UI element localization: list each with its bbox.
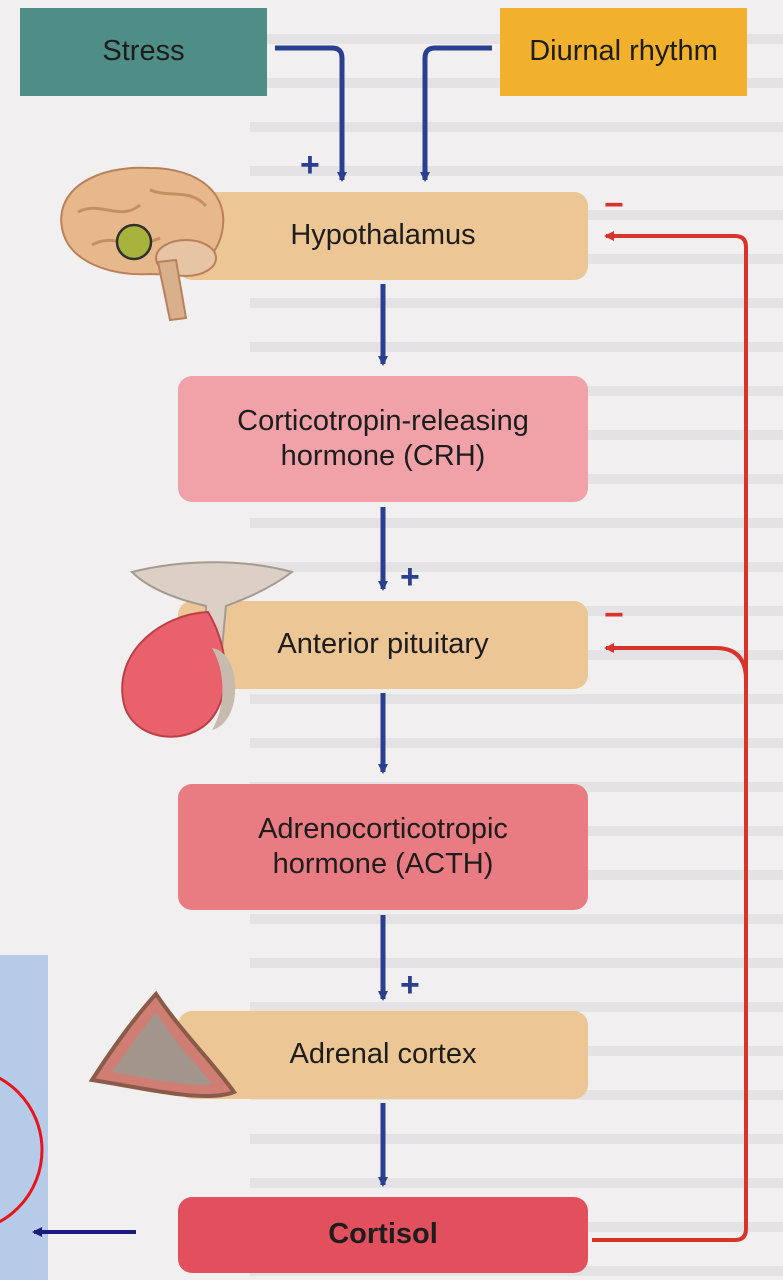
- sign-plus-crh: +: [400, 560, 420, 594]
- feedback-arrow-to-pituitary: [606, 648, 746, 680]
- adrenal-gland-icon: [92, 994, 234, 1096]
- sign-minus-pituitary: −: [604, 598, 624, 632]
- sign-plus-acth: +: [400, 968, 420, 1002]
- arrow-diurnal-to-hypothalamus: [425, 48, 492, 180]
- sign-plus-stress: +: [300, 148, 320, 182]
- annotation-circle: [0, 1068, 42, 1232]
- pituitary-gland-icon: [122, 562, 292, 736]
- sign-minus-hypothalamus: −: [604, 188, 624, 222]
- brain-icon: [61, 168, 223, 320]
- feedback-arrow-to-hypothalamus: [592, 236, 746, 1240]
